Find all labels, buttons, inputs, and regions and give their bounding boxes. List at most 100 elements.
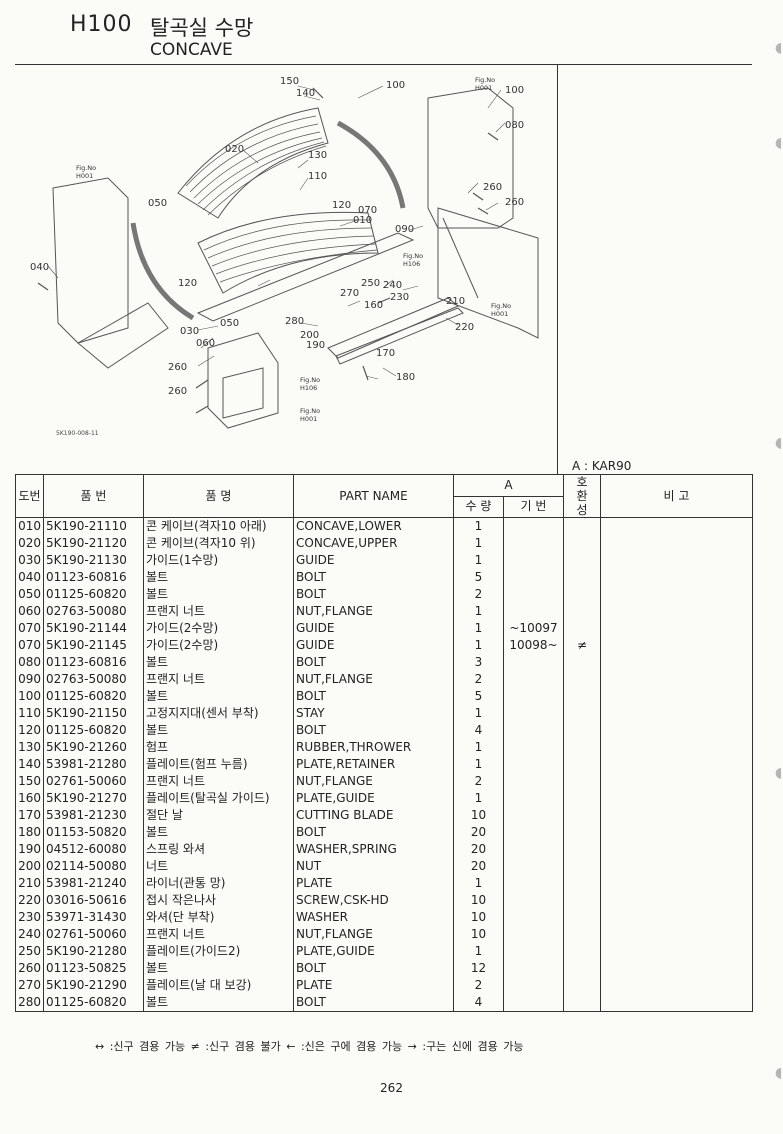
part-number: 04512-60080 [43, 841, 144, 858]
svg-text:050: 050 [220, 318, 239, 329]
svg-text:Fig.No: Fig.No [475, 76, 495, 84]
remarks [600, 790, 753, 807]
part-name-korean: 콘 케이브(격자10 위) [143, 535, 294, 552]
quantity: 1 [453, 637, 504, 654]
svg-text:130: 130 [308, 150, 327, 161]
svg-text:160: 160 [364, 300, 383, 311]
part-name-english: NUT,FLANGE [293, 671, 454, 688]
svg-text:H001: H001 [76, 172, 93, 180]
svg-text:200: 200 [300, 330, 319, 341]
serial-range: ~10097 [503, 620, 564, 637]
interchange-mark [563, 875, 601, 892]
serial-range [503, 875, 564, 892]
part-name-korean: 플레이트(험프 누름) [143, 756, 294, 773]
part-name-korean: 험프 [143, 739, 294, 756]
serial-range [503, 858, 564, 875]
part-number: 5K190-21270 [43, 790, 144, 807]
binder-hole-icon: ◖ [775, 765, 783, 781]
part-name-english: BOLT [293, 824, 454, 841]
col-header-no: 도번 [15, 474, 44, 518]
svg-text:170: 170 [376, 348, 395, 359]
quantity: 2 [453, 977, 504, 994]
interchange-mark [563, 722, 601, 739]
col-header-part-name: PART NAME [293, 474, 454, 518]
quantity: 10 [453, 926, 504, 943]
remarks [600, 977, 753, 994]
serial-range [503, 552, 564, 569]
svg-text:250: 250 [361, 278, 380, 289]
remarks [600, 637, 753, 654]
svg-text:H106: H106 [403, 260, 420, 268]
part-name-korean: 볼트 [143, 688, 294, 705]
interchange-legend: ↔ :신구 겸용 가능 ≠ :신구 겸용 불가 ← :신은 구에 겸용 가능 →… [95, 1040, 524, 1053]
serial-range [503, 994, 564, 1012]
part-name-english: BOLT [293, 569, 454, 586]
remarks [600, 603, 753, 620]
remarks [600, 654, 753, 671]
part-number: 53981-21240 [43, 875, 144, 892]
part-name-korean: 너트 [143, 858, 294, 875]
part-number: 5K190-21145 [43, 637, 144, 654]
part-name-korean: 스프링 와셔 [143, 841, 294, 858]
svg-text:Fig.No: Fig.No [403, 252, 423, 260]
svg-text:010: 010 [353, 215, 372, 226]
part-name-english: BOLT [293, 654, 454, 671]
svg-text:100: 100 [386, 80, 405, 91]
part-name-korean: 플레이트(날 대 보강) [143, 977, 294, 994]
part-name-korean: 볼트 [143, 994, 294, 1012]
serial-range [503, 892, 564, 909]
part-number: 01123-50825 [43, 960, 144, 977]
part-name-english: GUIDE [293, 620, 454, 637]
serial-range [503, 603, 564, 620]
part-name-english: PLATE [293, 977, 454, 994]
section-title-korean: 탈곡실 수망 [150, 16, 254, 40]
svg-text:030: 030 [180, 326, 199, 337]
part-number: 03016-50616 [43, 892, 144, 909]
serial-range [503, 688, 564, 705]
svg-text:050: 050 [148, 198, 167, 209]
serial-range [503, 654, 564, 671]
remarks [600, 517, 753, 535]
serial-range: 10098~ [503, 637, 564, 654]
quantity: 1 [453, 535, 504, 552]
part-name-english: RUBBER,THROWER [293, 739, 454, 756]
part-number: 5K190-21130 [43, 552, 144, 569]
serial-range [503, 977, 564, 994]
serial-range [503, 739, 564, 756]
part-number: 5K190-21110 [43, 517, 144, 535]
part-number: 01153-50820 [43, 824, 144, 841]
serial-range [503, 517, 564, 535]
row-no: 060 [15, 603, 44, 620]
quantity: 1 [453, 603, 504, 620]
serial-range [503, 909, 564, 926]
row-no: 140 [15, 756, 44, 773]
part-number: 53981-21230 [43, 807, 144, 824]
quantity: 2 [453, 671, 504, 688]
serial-range [503, 756, 564, 773]
part-name-korean: 와셔(단 부착) [143, 909, 294, 926]
row-no: 280 [15, 994, 44, 1012]
svg-text:110: 110 [308, 171, 327, 182]
part-number: 01125-60820 [43, 688, 144, 705]
svg-text:H106: H106 [300, 384, 317, 392]
remarks [600, 569, 753, 586]
quantity: 3 [453, 654, 504, 671]
interchange-mark [563, 569, 601, 586]
svg-text:150: 150 [280, 76, 299, 87]
binder-hole-icon: ◖ [775, 40, 783, 56]
part-name-korean: 볼트 [143, 960, 294, 977]
remarks [600, 858, 753, 875]
row-no: 220 [15, 892, 44, 909]
interchange-mark [563, 620, 601, 637]
